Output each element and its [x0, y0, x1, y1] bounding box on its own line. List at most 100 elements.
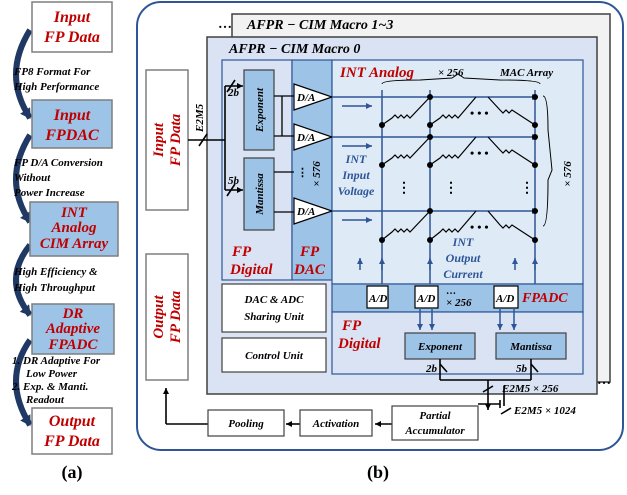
pooling-box	[207, 409, 285, 437]
int-analog-cim-box	[29, 201, 119, 257]
fp-digital-bottom-line1: FP	[341, 318, 362, 334]
row-brace	[542, 95, 553, 227]
output-fp-data-b-line1: Output	[151, 294, 167, 338]
adc-dots: …	[446, 286, 456, 297]
dac-2: D/A	[293, 123, 334, 151]
cell-vdots-2: ⋮	[444, 181, 458, 196]
panel-a: Input FP Data FP8 Format For High Perfor…	[11, 1, 119, 483]
mantissa-box	[243, 157, 275, 231]
e2m5-256-label: E2M5 × 256	[501, 383, 559, 395]
dac-3-label: D/A	[296, 206, 315, 218]
note-fpda-line3: Power Increase	[14, 187, 85, 199]
input-fp-data-line1: Input	[53, 9, 91, 26]
input-fpdac-box	[31, 99, 113, 149]
note-eff-line1: High Efficiency &	[13, 266, 98, 278]
man-bits-label: 5b	[228, 175, 240, 187]
dac-count: × 576	[311, 161, 323, 187]
fp-digital-top-line2: Digital	[229, 262, 273, 278]
macro-0-title: AFPR − CIM Macro 0	[228, 42, 360, 57]
panel-b-label: (b)	[367, 462, 389, 483]
adc-count: × 256	[446, 297, 472, 309]
cell-dots-row1: • • •	[470, 106, 489, 120]
cell-vdots-1: ⋮	[397, 181, 411, 196]
exponent-label: Exponent	[254, 87, 266, 133]
int-analog-line1: INT	[60, 205, 88, 221]
int-analog-line3: CIM Array	[40, 236, 109, 252]
partial-acc-line2: Accumulator	[404, 425, 465, 437]
sharing-unit-line2: Sharing Unit	[244, 311, 305, 323]
note-dr-line1: 1. DR Adaptive For	[12, 355, 101, 367]
input-fp-data-b-line2: FP Data	[168, 113, 184, 167]
exp-out-bits: 2b	[425, 363, 438, 375]
int-output-current-3: Current	[443, 267, 483, 281]
output-fp-data-b-box	[145, 253, 189, 381]
panel-b: AFPR − CIM Macro 1~3 … … AFPR − CIM Macr…	[136, 1, 624, 483]
note-dr-line2: Low Power	[25, 368, 78, 380]
int-input-voltage-3: Voltage	[338, 184, 375, 198]
activation-box	[299, 409, 373, 437]
input-fp-data-b-line1: Input	[151, 122, 167, 158]
adc-2-label: A/D	[416, 293, 435, 305]
row-count: × 576	[562, 161, 574, 187]
e2m5-1024-label: E2M5 × 1024	[513, 405, 576, 417]
adc-2: A/D	[414, 285, 439, 309]
int-input-voltage-1: INT	[345, 152, 367, 166]
mac-nodes	[379, 94, 538, 243]
control-unit-label: Control Unit	[245, 350, 304, 362]
flow-arrows	[13, 28, 33, 427]
fpadc-label: FPADC	[521, 291, 568, 306]
note-dr-line3: 2. Exp. & Manti.	[11, 381, 88, 393]
note-fpda-line2: Without	[14, 172, 51, 184]
dr-fpadc-line3: FPADC	[48, 337, 99, 353]
sharing-unit-line1: DAC & ADC	[244, 294, 305, 306]
fp-digital-top-line1: FP	[231, 244, 252, 260]
cell-vdots-3: ⋮	[520, 181, 534, 196]
dac-2-label: D/A	[296, 132, 315, 144]
int-input-voltage-2: Input	[341, 168, 370, 182]
exponent-out-label: Exponent	[417, 341, 463, 353]
col-brace	[381, 73, 541, 85]
int-analog-line2: Analog	[50, 220, 97, 236]
output-fp-data-line1: Output	[49, 413, 96, 430]
int-analog-title: INT Analog	[339, 65, 415, 81]
sharing-unit-box	[221, 283, 327, 333]
input-fp-data-box	[31, 1, 113, 53]
input-bus	[188, 79, 243, 197]
note-fpda-line1: FP D/A Conversion	[13, 157, 103, 169]
exponent-box	[243, 69, 275, 151]
dr-fpadc-line1: DR	[62, 306, 84, 322]
note-dr-line4: Readout	[25, 394, 65, 406]
panel-a-label: (a)	[62, 462, 83, 483]
note-eff-line2: High Throughput	[13, 282, 96, 294]
note-fp8-line2: High Performance	[13, 81, 99, 93]
exponent-out-box	[404, 332, 476, 360]
adc-3: A/D	[493, 285, 519, 309]
mantissa-label: Mantissa	[254, 173, 266, 216]
output-fp-data-box	[31, 407, 113, 455]
dac-1-label: D/A	[296, 92, 315, 104]
macro-stack-title: AFPR − CIM Macro 1~3	[246, 18, 393, 33]
dac-dots: ⋮	[297, 167, 308, 179]
cell-dots-row2: • • •	[470, 146, 489, 160]
stack-ellipsis-bottom: …	[597, 373, 611, 388]
input-fp-data-line2: FP Data	[43, 29, 100, 46]
activation-label: Activation	[312, 418, 359, 430]
partial-accumulator-box	[391, 405, 479, 441]
control-unit-box	[221, 337, 327, 373]
adc-1-label: A/D	[368, 293, 387, 305]
dac-3: D/A	[293, 197, 334, 225]
output-bus	[163, 359, 539, 427]
partial-acc-line1: Partial	[419, 410, 451, 422]
mantissa-out-label: Mantissa	[509, 341, 552, 353]
stack-ellipsis-top: …	[218, 17, 232, 32]
dr-fpadc-line2: Adaptive	[45, 321, 100, 337]
fp-dac-line1: FP	[299, 244, 320, 260]
output-fp-data-line2: FP Data	[43, 433, 100, 450]
dac-feed-lines	[274, 95, 294, 213]
man-out-bits: 5b	[516, 363, 528, 375]
dr-adaptive-fpadc-box	[31, 303, 115, 355]
note-fp8-line1: FP8 Format For	[13, 66, 91, 78]
output-fp-data-b-line2: FP Data	[168, 290, 184, 344]
adc-to-digital-arrows	[417, 308, 517, 330]
adc-1: A/D	[366, 285, 389, 309]
